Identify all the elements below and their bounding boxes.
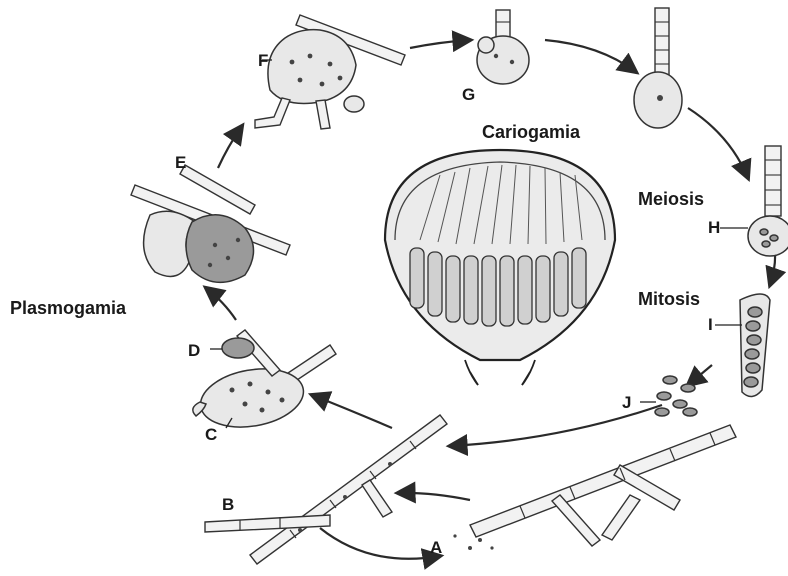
- arrow-b-to-a: [320, 528, 440, 559]
- label-h: H: [708, 218, 720, 237]
- stage-d-antheridium: [210, 330, 280, 376]
- arrow-i-to-j: [688, 365, 712, 385]
- ascocarp-cross-section: [385, 150, 615, 385]
- phase-mitosis: Mitosis: [638, 289, 700, 309]
- arrow-a-to-b: [398, 493, 470, 500]
- stage-h-ascus-meiosis: [720, 146, 788, 256]
- arrow-e-to-f: [218, 126, 242, 168]
- label-c: C: [205, 425, 217, 444]
- label-g: G: [462, 85, 475, 104]
- phase-plasmogamia: Plasmogamia: [10, 298, 127, 318]
- phase-meiosis: Meiosis: [638, 189, 704, 209]
- phase-cariogamia: Cariogamia: [482, 122, 581, 142]
- arrow-f-to-g: [410, 40, 470, 48]
- stage-f-ascogonium: [255, 15, 405, 129]
- stage-b-hyphae: [205, 415, 447, 564]
- stage-i-ascus-spores: [715, 294, 770, 397]
- label-a: A: [430, 538, 442, 557]
- stage-e-plasmogamy: [131, 165, 290, 282]
- label-b: B: [222, 495, 234, 514]
- arrow-d-to-e: [206, 288, 236, 320]
- label-f: F: [258, 51, 268, 70]
- stage-g-zygote: [477, 10, 529, 84]
- arrow-cariogamia-to-h: [688, 108, 748, 178]
- label-i: I: [708, 315, 713, 334]
- arrow-g-to-cariogamia: [545, 40, 636, 72]
- label-d: D: [188, 341, 200, 360]
- arrow-b-to-c: [312, 395, 392, 428]
- stage-a-hyphae: [453, 425, 736, 550]
- label-e: E: [175, 153, 186, 172]
- label-j: J: [622, 393, 631, 412]
- stage-cariogamia-cell: [634, 8, 682, 128]
